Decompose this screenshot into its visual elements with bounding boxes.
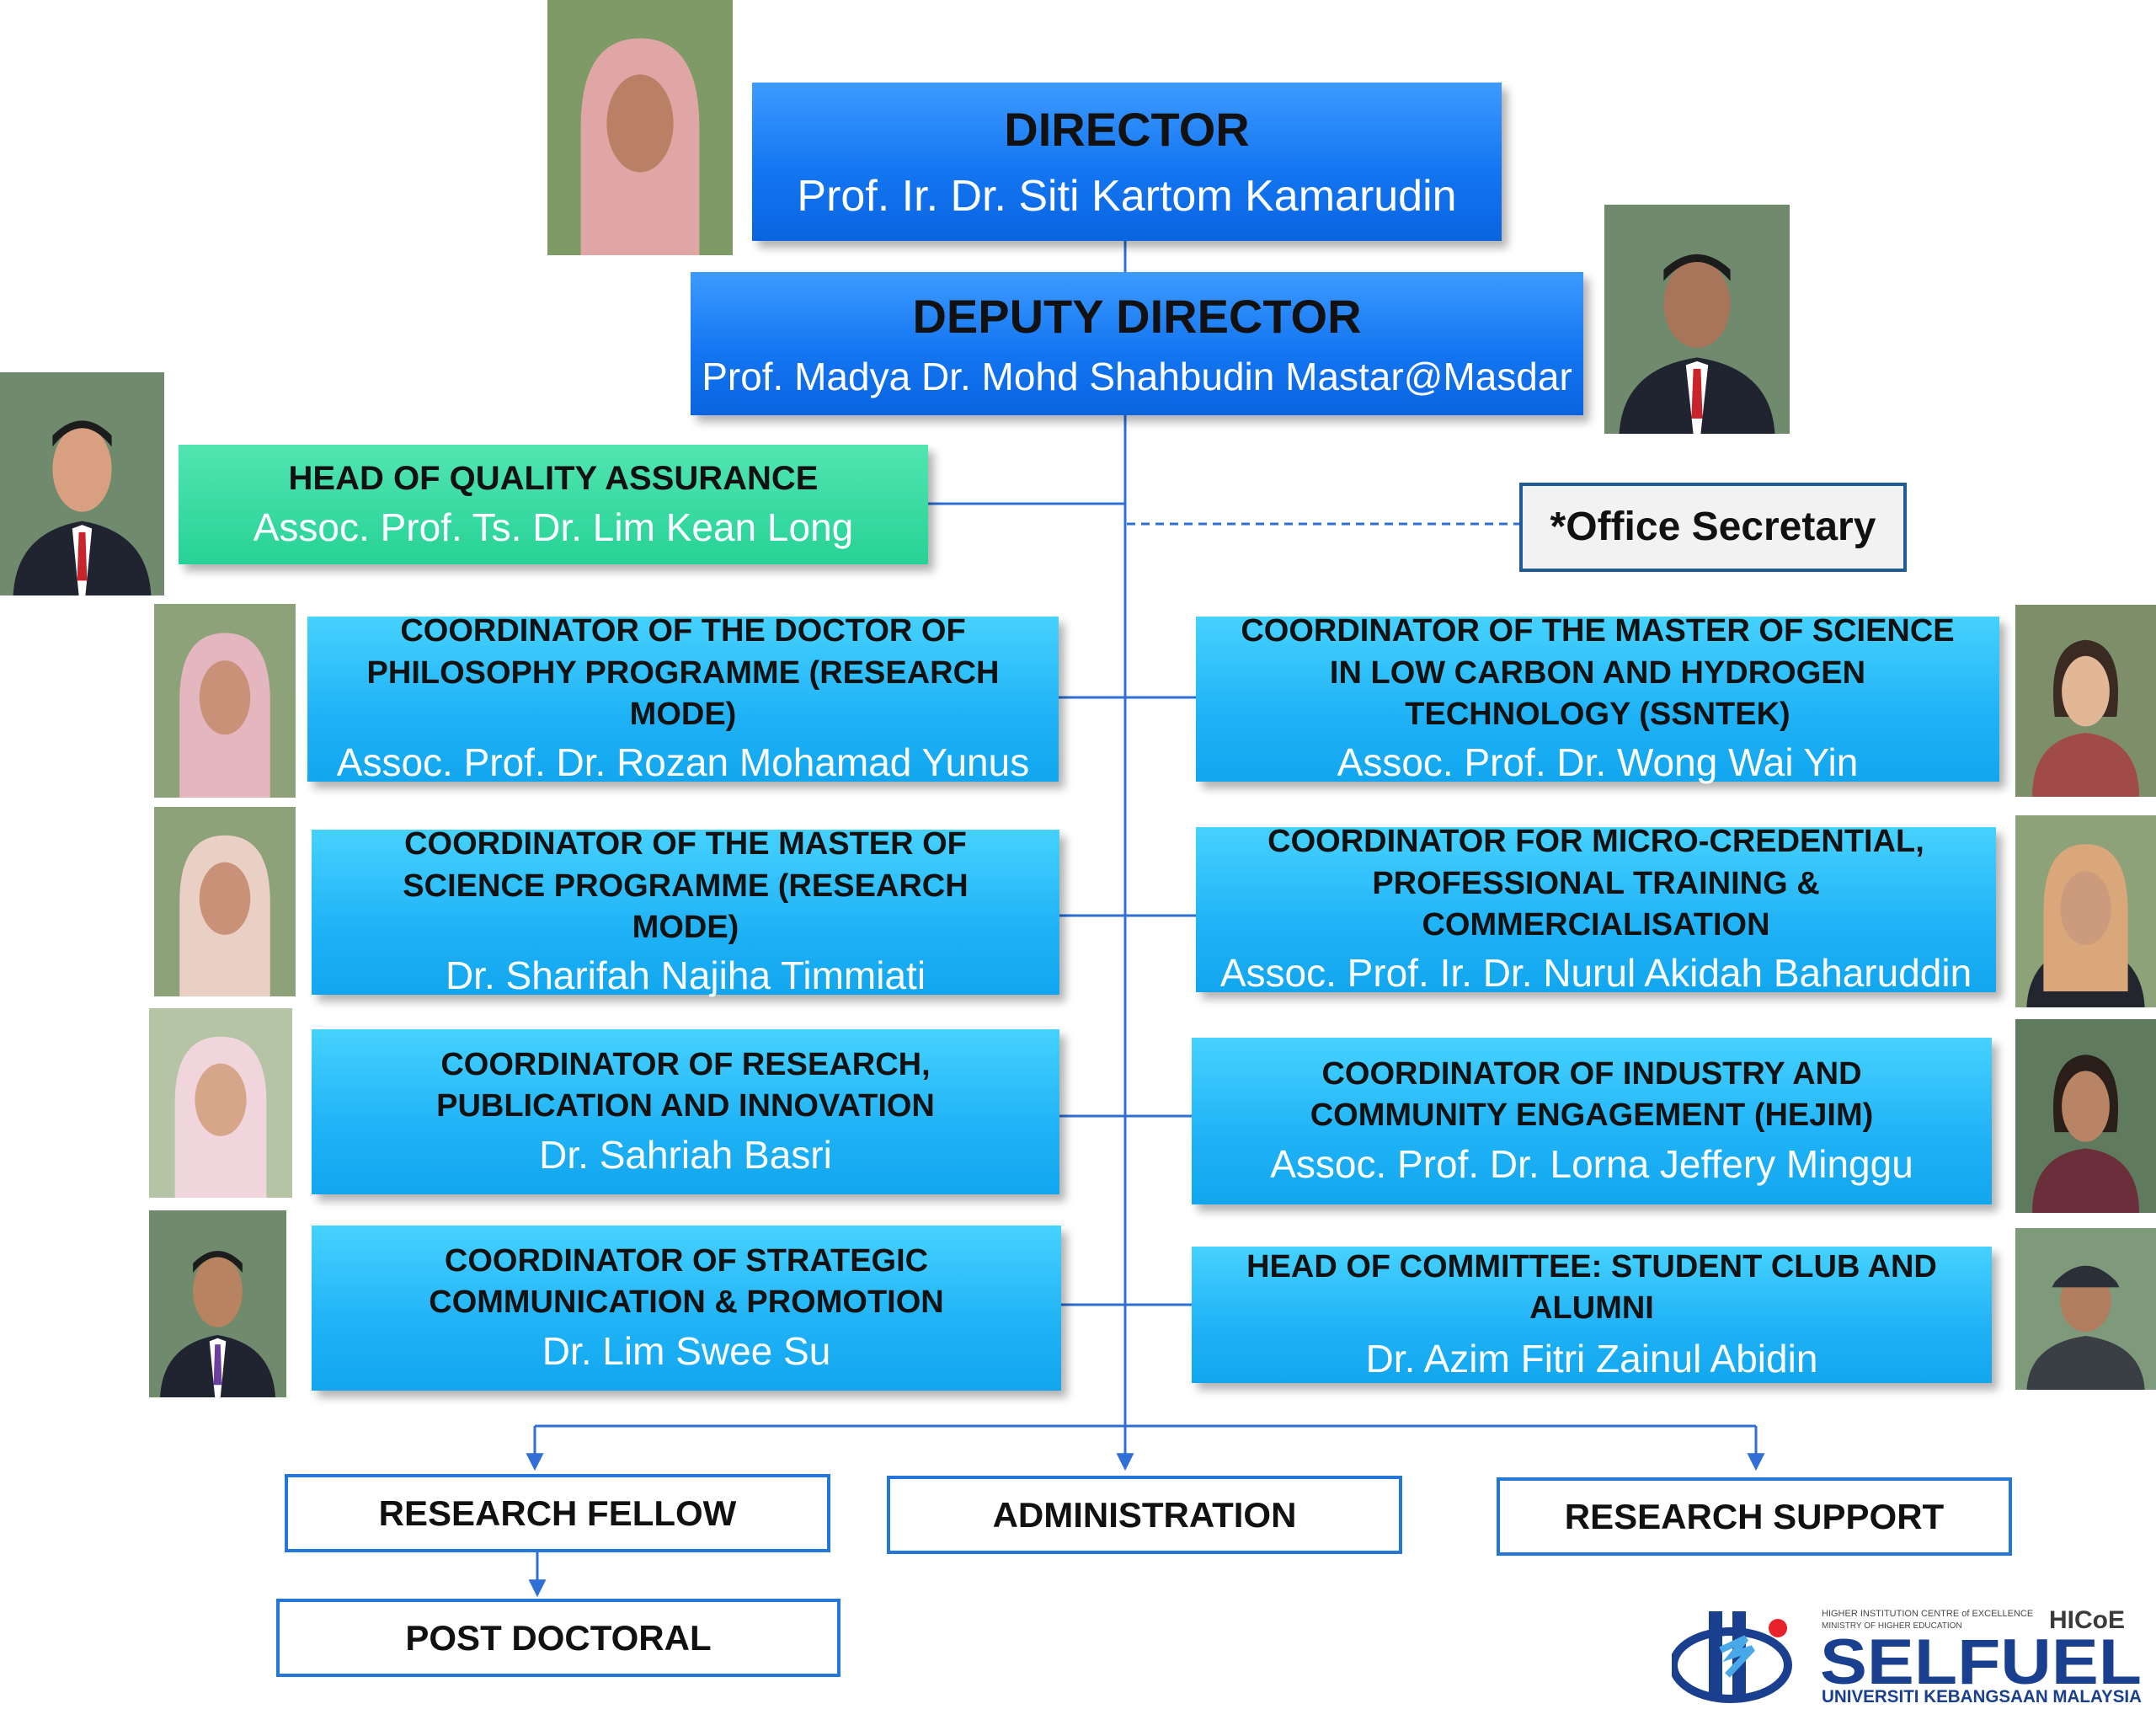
coordinator-role: COORDINATOR OF STRATEGIC COMMUNICATION &… — [429, 1242, 944, 1321]
coordinator-role: COORDINATOR FOR MICRO-CREDENTIAL, PROFES… — [1267, 824, 1924, 943]
administration-label: ADMINISTRATION — [992, 1494, 1297, 1535]
deputy-director-name: Prof. Madya Dr. Mohd Shahbudin Mastar@Ma… — [702, 354, 1572, 398]
phd-coordinator-box: COORDINATOR OF THE DOCTOR OF PHILOSOPHY … — [307, 613, 1059, 784]
student-club-alumni-box: HEAD OF COMMITTEE: STUDENT CLUB AND ALUM… — [1192, 1247, 1992, 1383]
coordinator-name: Assoc. Prof. Ir. Dr. Nurul Akidah Baharu… — [1219, 951, 1972, 996]
coordinator-photo — [2015, 1019, 2156, 1213]
logo-name: SELFUEL — [1820, 1626, 2142, 1698]
research-fellow-label: RESEARCH FELLOW — [378, 1493, 737, 1533]
deputy-director-role: DEPUTY DIRECTOR — [912, 289, 1362, 343]
quality-assurance-name: Assoc. Prof. Ts. Dr. Lim Kean Long — [253, 505, 854, 550]
office-secretary-box: *Office Secretary — [1519, 483, 1907, 572]
quality-assurance-photo — [0, 372, 164, 595]
coordinator-name: Dr. Sahriah Basri — [539, 1132, 832, 1177]
coordinator-name: Dr. Lim Swee Su — [542, 1328, 831, 1373]
post-doctoral-label: POST DOCTORAL — [405, 1617, 712, 1658]
msc-coordinator-box: COORDINATOR OF THE MASTER OF SCIENCE PRO… — [312, 826, 1059, 997]
research-support-label: RESEARCH SUPPORT — [1564, 1496, 1945, 1536]
micro-credential-coordinator-box: COORDINATOR FOR MICRO-CREDENTIAL, PROFES… — [1196, 824, 1996, 995]
research-support-box: RESEARCH SUPPORT — [1497, 1477, 2012, 1556]
director-name: Prof. Ir. Dr. Siti Kartom Kamarudin — [797, 171, 1457, 221]
logo-tagline: HIGHER INSTITUTION CENTRE of EXCELLENCE — [1822, 1609, 2033, 1619]
coordinator-photo — [2015, 815, 2156, 1007]
coordinator-name: Dr. Azim Fitri Zainul Abidin — [1365, 1336, 1818, 1381]
coordinator-photo — [2015, 605, 2156, 797]
quality-assurance-box: HEAD OF QUALITY ASSURANCE Assoc. Prof. T… — [179, 445, 928, 564]
logo-hicoe: HICoE — [2049, 1606, 2125, 1634]
coordinator-role: HEAD OF COMMITTEE: STUDENT CLUB AND ALUM… — [1246, 1248, 1937, 1327]
director-role: DIRECTOR — [1004, 103, 1250, 157]
strategic-communication-coordinator-box: COORDINATOR OF STRATEGIC COMMUNICATION &… — [312, 1226, 1061, 1391]
selfuel-logo: HIGHER INSTITUTION CENTRE of EXCELLENCE … — [1672, 1606, 2142, 1704]
coordinator-name: Assoc. Prof. Dr. Wong Wai Yin — [1337, 740, 1859, 785]
coordinator-photo — [154, 604, 296, 798]
office-secretary-label: *Office Secretary — [1550, 504, 1876, 549]
logo-tagline: MINISTRY OF HIGHER EDUCATION — [1822, 1621, 1962, 1631]
coordinator-name: Dr. Sharifah Najiha Timmiati — [445, 953, 926, 998]
coordinator-role: COORDINATOR OF THE MASTER OF SCIENCE PRO… — [403, 826, 969, 945]
coordinator-role: COORDINATOR OF THE DOCTOR OF PHILOSOPHY … — [366, 613, 1000, 732]
coordinator-role: COORDINATOR OF INDUSTRY AND COMMUNITY EN… — [1310, 1055, 1874, 1134]
research-fellow-box: RESEARCH FELLOW — [285, 1474, 830, 1552]
coordinator-role: COORDINATOR OF RESEARCH, PUBLICATION AND… — [436, 1046, 935, 1124]
coordinator-photo — [154, 807, 296, 996]
logo-emblem-icon — [1672, 1627, 1792, 1703]
director-box: DIRECTOR Prof. Ir. Dr. Siti Kartom Kamar… — [752, 83, 1502, 241]
industry-community-coordinator-box: COORDINATOR OF INDUSTRY AND COMMUNITY EN… — [1192, 1038, 1992, 1204]
coordinator-photo — [149, 1210, 286, 1397]
logo-university: UNIVERSITI KEBANGSAAN MALAYSIA — [1822, 1687, 2142, 1704]
research-publication-coordinator-box: COORDINATOR OF RESEARCH, PUBLICATION AND… — [312, 1029, 1059, 1194]
coordinator-photo — [2015, 1228, 2156, 1390]
post-doctoral-box: POST DOCTORAL — [276, 1599, 841, 1677]
quality-assurance-role: HEAD OF QUALITY ASSURANCE — [288, 460, 819, 498]
ssntek-coordinator-box: COORDINATOR OF THE MASTER OF SCIENCE IN … — [1196, 613, 1999, 784]
coordinator-name: Assoc. Prof. Dr. Lorna Jeffery Minggu — [1270, 1141, 1913, 1186]
coordinator-name: Assoc. Prof. Dr. Rozan Mohamad Yunus — [336, 740, 1030, 785]
coordinator-photo — [149, 1008, 292, 1198]
deputy-director-box: DEPUTY DIRECTOR Prof. Madya Dr. Mohd Sha… — [691, 272, 1583, 415]
coordinator-role: COORDINATOR OF THE MASTER OF SCIENCE IN … — [1241, 613, 1955, 732]
director-photo — [547, 0, 733, 255]
administration-box: ADMINISTRATION — [887, 1476, 1402, 1554]
deputy-director-photo — [1604, 205, 1790, 434]
